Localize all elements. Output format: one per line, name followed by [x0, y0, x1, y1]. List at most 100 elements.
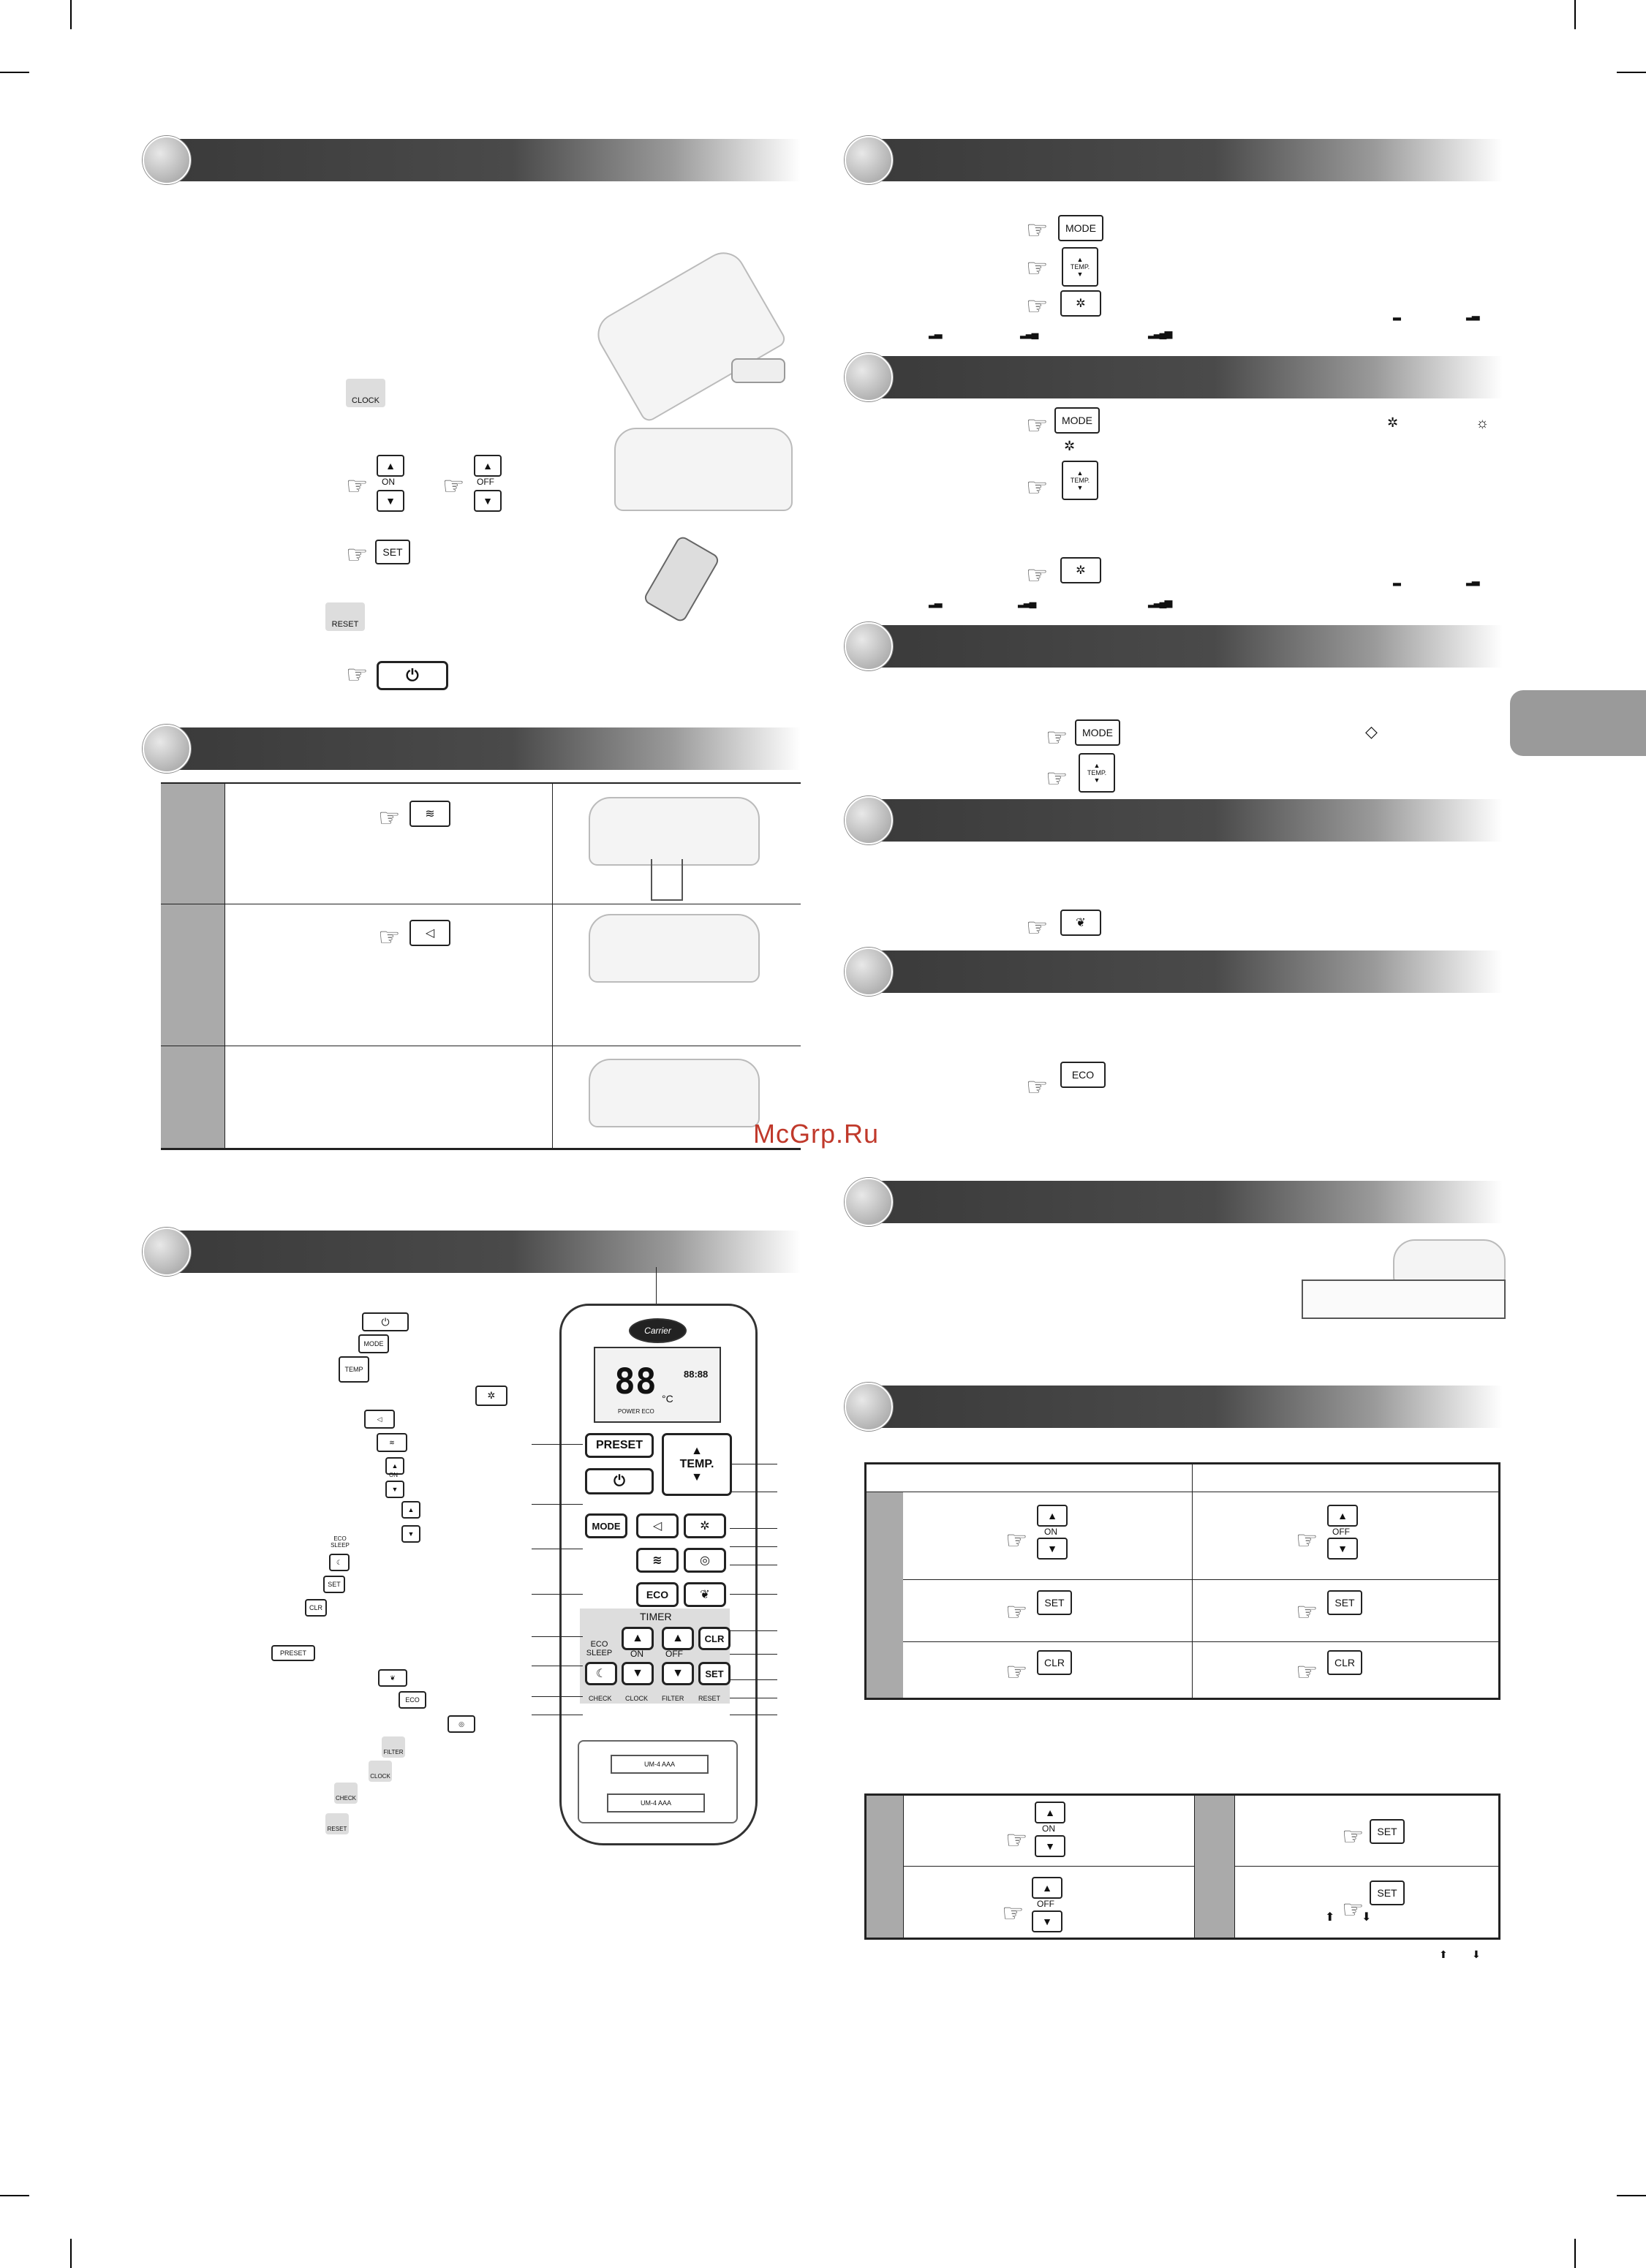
- section-header-3: [161, 1231, 801, 1273]
- check-key-small: CHECK: [334, 1783, 358, 1804]
- hand-pointer-icon: ☞: [1026, 562, 1049, 589]
- fan-key: ✲: [1060, 557, 1101, 583]
- table-row-header-column: [1194, 1796, 1234, 1938]
- filter-key-small: FILTER: [382, 1736, 405, 1758]
- chapter-tab: [1510, 690, 1646, 756]
- hand-pointer-icon: ☞: [1342, 1896, 1364, 1924]
- display-clock: 88:88: [684, 1369, 709, 1380]
- crop-mark: [1617, 72, 1646, 73]
- battery-compartment: [578, 1740, 738, 1823]
- reset-key: RESET: [325, 602, 365, 631]
- turbo-button[interactable]: ❦: [684, 1582, 726, 1607]
- crop-mark: [0, 72, 29, 73]
- callout-line: [730, 1546, 777, 1547]
- temp-key-small: TEMP: [339, 1356, 369, 1383]
- turbo-key-small: ❦: [378, 1669, 407, 1687]
- hand-pointer-icon: ☞: [1046, 765, 1068, 793]
- hand-pointer-icon: ☞: [1005, 1658, 1028, 1686]
- clr-button[interactable]: CLR: [698, 1627, 730, 1650]
- crop-mark: [0, 2195, 29, 2196]
- set-key-small: SET: [323, 1576, 345, 1593]
- hand-pointer-icon: ☞: [442, 472, 465, 500]
- up-arrow-key: ▲: [1327, 1505, 1358, 1527]
- off-label: OFF: [1332, 1527, 1350, 1537]
- hand-remote-illustration: [642, 534, 721, 624]
- up-arrow-key: ▲: [1032, 1877, 1062, 1899]
- up-bold-arrow-icon: ⬆: [1439, 1948, 1448, 1960]
- up-arrow-key-small: ▲: [385, 1457, 404, 1475]
- power-button[interactable]: ⏻: [585, 1468, 654, 1494]
- up-arrow-key-small: ▲: [401, 1501, 420, 1519]
- section-number-circle: [845, 353, 893, 401]
- swing-vertical-button[interactable]: ≋: [636, 1548, 679, 1573]
- callout-line: [730, 1630, 777, 1631]
- table-row-header-column: [867, 1492, 903, 1698]
- on-up-button[interactable]: ▲: [622, 1627, 654, 1650]
- temp-key: ▲TEMP.▼: [1079, 753, 1115, 793]
- off-down-button[interactable]: ▼: [662, 1662, 694, 1685]
- eco-sleep-label: ECO SLEEP: [586, 1640, 613, 1657]
- hand-pointer-icon: ☞: [1005, 1598, 1028, 1626]
- on-label: ON: [382, 477, 395, 487]
- eco-sleep-button[interactable]: ☾: [585, 1662, 617, 1685]
- on-down-button[interactable]: ▼: [622, 1662, 654, 1685]
- battery-illustration: [731, 358, 785, 383]
- crop-mark: [1617, 2195, 1646, 2196]
- off-label: OFF: [1037, 1899, 1054, 1909]
- eco-button[interactable]: ECO: [636, 1582, 679, 1607]
- off-up-button[interactable]: ▲: [662, 1627, 694, 1650]
- timer-table-1: [864, 1462, 1500, 1700]
- indoor-unit-panel-illustration: [1302, 1279, 1506, 1319]
- filter-label: FILTER: [662, 1695, 684, 1702]
- light-button[interactable]: ◎: [684, 1548, 726, 1573]
- battery-cover-illustration: [589, 244, 788, 424]
- turbo-key: ❦: [1060, 910, 1101, 936]
- eco-sleep-key-small: ☾: [329, 1554, 350, 1571]
- clock-key-small: CLOCK: [369, 1761, 392, 1782]
- remote-display: [594, 1347, 721, 1423]
- section-header-r2: [863, 356, 1503, 398]
- up-arrow-key: ▲: [474, 455, 502, 477]
- fan-speed-low-icon: ▂▃: [929, 327, 942, 339]
- table-row-header-column: [867, 1796, 903, 1938]
- fan-speed-high-icon: ▂▃▄▅: [1148, 327, 1172, 339]
- table-rule: [864, 1641, 1500, 1642]
- temp-key: ▲TEMP.▼: [1062, 247, 1098, 287]
- mode-button[interactable]: MODE: [585, 1513, 627, 1538]
- crop-mark: [70, 0, 72, 29]
- hand-pointer-icon: ☞: [346, 472, 369, 500]
- up-arrow-key: ▲: [377, 455, 404, 477]
- fan-speed-med-icon: ▂▃▄: [1020, 327, 1039, 339]
- clr-key: CLR: [1327, 1650, 1362, 1675]
- callout-line: [730, 1654, 777, 1655]
- table-rule: [864, 1579, 1500, 1580]
- on-label: ON: [630, 1649, 643, 1659]
- temp-button[interactable]: ▲ TEMP. ▼: [662, 1433, 732, 1496]
- table-row-header-column: [161, 784, 224, 1148]
- temp-label: TEMP.: [679, 1458, 714, 1470]
- callout-line: [532, 1696, 583, 1697]
- hand-pointer-icon: ☞: [1026, 914, 1049, 942]
- mode-key-small: MODE: [358, 1334, 389, 1353]
- callout-line: [532, 1504, 583, 1505]
- fan-speed-low-icon: ▂▃: [929, 596, 942, 608]
- swing-horizontal-button[interactable]: ◁: [636, 1513, 679, 1538]
- light-key-small: ◎: [448, 1715, 475, 1733]
- fan-icon: ✲: [1064, 439, 1076, 453]
- fan-key-small: ✲: [475, 1386, 507, 1406]
- crop-mark: [1574, 0, 1576, 29]
- set-button[interactable]: SET: [698, 1662, 730, 1685]
- section-number-circle: [143, 1228, 191, 1276]
- preset-key-small: PRESET: [271, 1645, 315, 1661]
- on-label: ON: [1042, 1823, 1055, 1834]
- swing-horizontal-key-small: ◁: [364, 1410, 395, 1429]
- fan-button[interactable]: ✲: [684, 1513, 726, 1538]
- preset-button[interactable]: PRESET: [585, 1433, 654, 1458]
- down-arrow-key: ▼: [377, 490, 404, 512]
- callout-line: [532, 1594, 583, 1595]
- timer-label: TIMER: [640, 1611, 672, 1622]
- set-key: SET: [375, 540, 410, 564]
- swing-vertical-key-small: ≋: [377, 1433, 407, 1452]
- fan-speed-high-icon: ▂▃▄▅: [1148, 596, 1172, 608]
- cool-icon: ✲: [1387, 415, 1399, 430]
